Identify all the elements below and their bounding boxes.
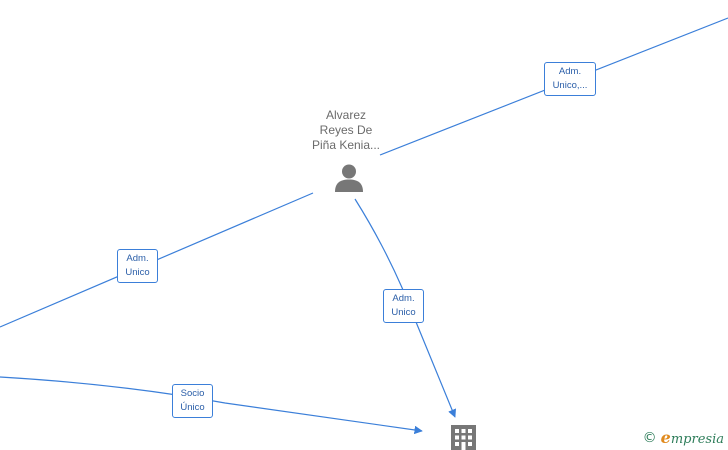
edge-label-line: Unico	[125, 267, 150, 278]
edge-label-line: Único	[180, 402, 205, 413]
edge-label-line: Adm.	[392, 293, 415, 304]
brand-name-rest: mpresia	[670, 432, 724, 447]
edge-label-line: Unico	[391, 307, 416, 318]
edge-label-adm-unico-top-right[interactable]: Adm. Unico,...	[544, 62, 596, 96]
person-name-line: Piña Kenia...	[311, 138, 381, 152]
brand-wordmark: empresia	[661, 428, 724, 447]
person-name-line: Alvarez	[325, 108, 366, 122]
edge-label-adm-unico-company[interactable]: Adm. Unico	[383, 289, 424, 323]
edge-label-adm-unico-left[interactable]: Adm. Unico	[117, 249, 158, 283]
edge-label-line: Unico,...	[552, 80, 588, 91]
copyright-icon: ©	[642, 429, 657, 446]
brand-logo: © empresia	[643, 428, 724, 447]
edge-label-socio-unico[interactable]: Socio Único	[172, 384, 213, 418]
edge-label-line: Socio	[180, 388, 205, 399]
building-icon[interactable]	[451, 425, 476, 450]
edge-label-line: Adm.	[558, 66, 582, 77]
person-node-name[interactable]: Alvarez Reyes De Piña Kenia...	[291, 108, 401, 153]
person-name-line: Reyes De	[319, 123, 373, 137]
brand-letter-e: e	[660, 428, 671, 447]
person-icon[interactable]	[334, 163, 364, 192]
edge-label-line: Adm.	[126, 253, 149, 264]
